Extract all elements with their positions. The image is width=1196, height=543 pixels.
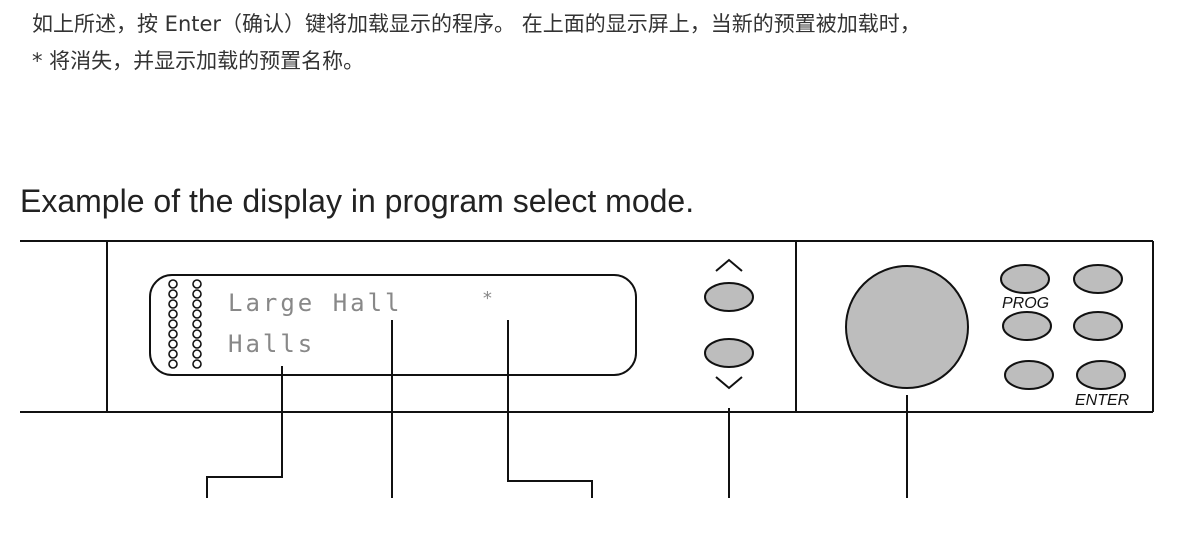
enter-label: ENTER	[1075, 392, 1130, 409]
data-knob[interactable]	[845, 265, 969, 389]
intro-line-1: 如上所述，按 Enter（确认）键将加载显示的程序。 在上面的显示屏上，当新的预…	[32, 12, 921, 36]
enter-button[interactable]	[1076, 360, 1126, 390]
down-button[interactable]	[704, 338, 754, 368]
lcd-modified-marker: *	[482, 288, 496, 309]
button-middle-right[interactable]	[1073, 311, 1123, 341]
led-meter-left	[168, 279, 178, 369]
callout-modified-marker	[507, 320, 593, 498]
intro-paragraph: 如上所述，按 Enter（确认）键将加载显示的程序。 在上面的显示屏上，当新的预…	[32, 6, 921, 80]
up-button[interactable]	[704, 282, 754, 312]
callout-bank-name	[206, 366, 283, 498]
chevron-up-icon	[715, 258, 743, 272]
intro-line-2: * 将消失，并显示加载的预置名称。	[32, 49, 365, 73]
chevron-down-icon	[715, 376, 743, 390]
figure-caption: Example of the display in program select…	[20, 183, 695, 219]
lcd-program-name: Large Hall	[228, 289, 403, 317]
led-meter-right	[192, 279, 202, 369]
button-bottom-left[interactable]	[1004, 360, 1054, 390]
prog-label: PROG	[1002, 295, 1049, 312]
prog-button[interactable]	[1002, 311, 1052, 341]
button-top-left[interactable]	[1000, 264, 1050, 294]
lcd-bank-name: Halls	[228, 330, 315, 358]
button-top-right[interactable]	[1073, 264, 1123, 294]
